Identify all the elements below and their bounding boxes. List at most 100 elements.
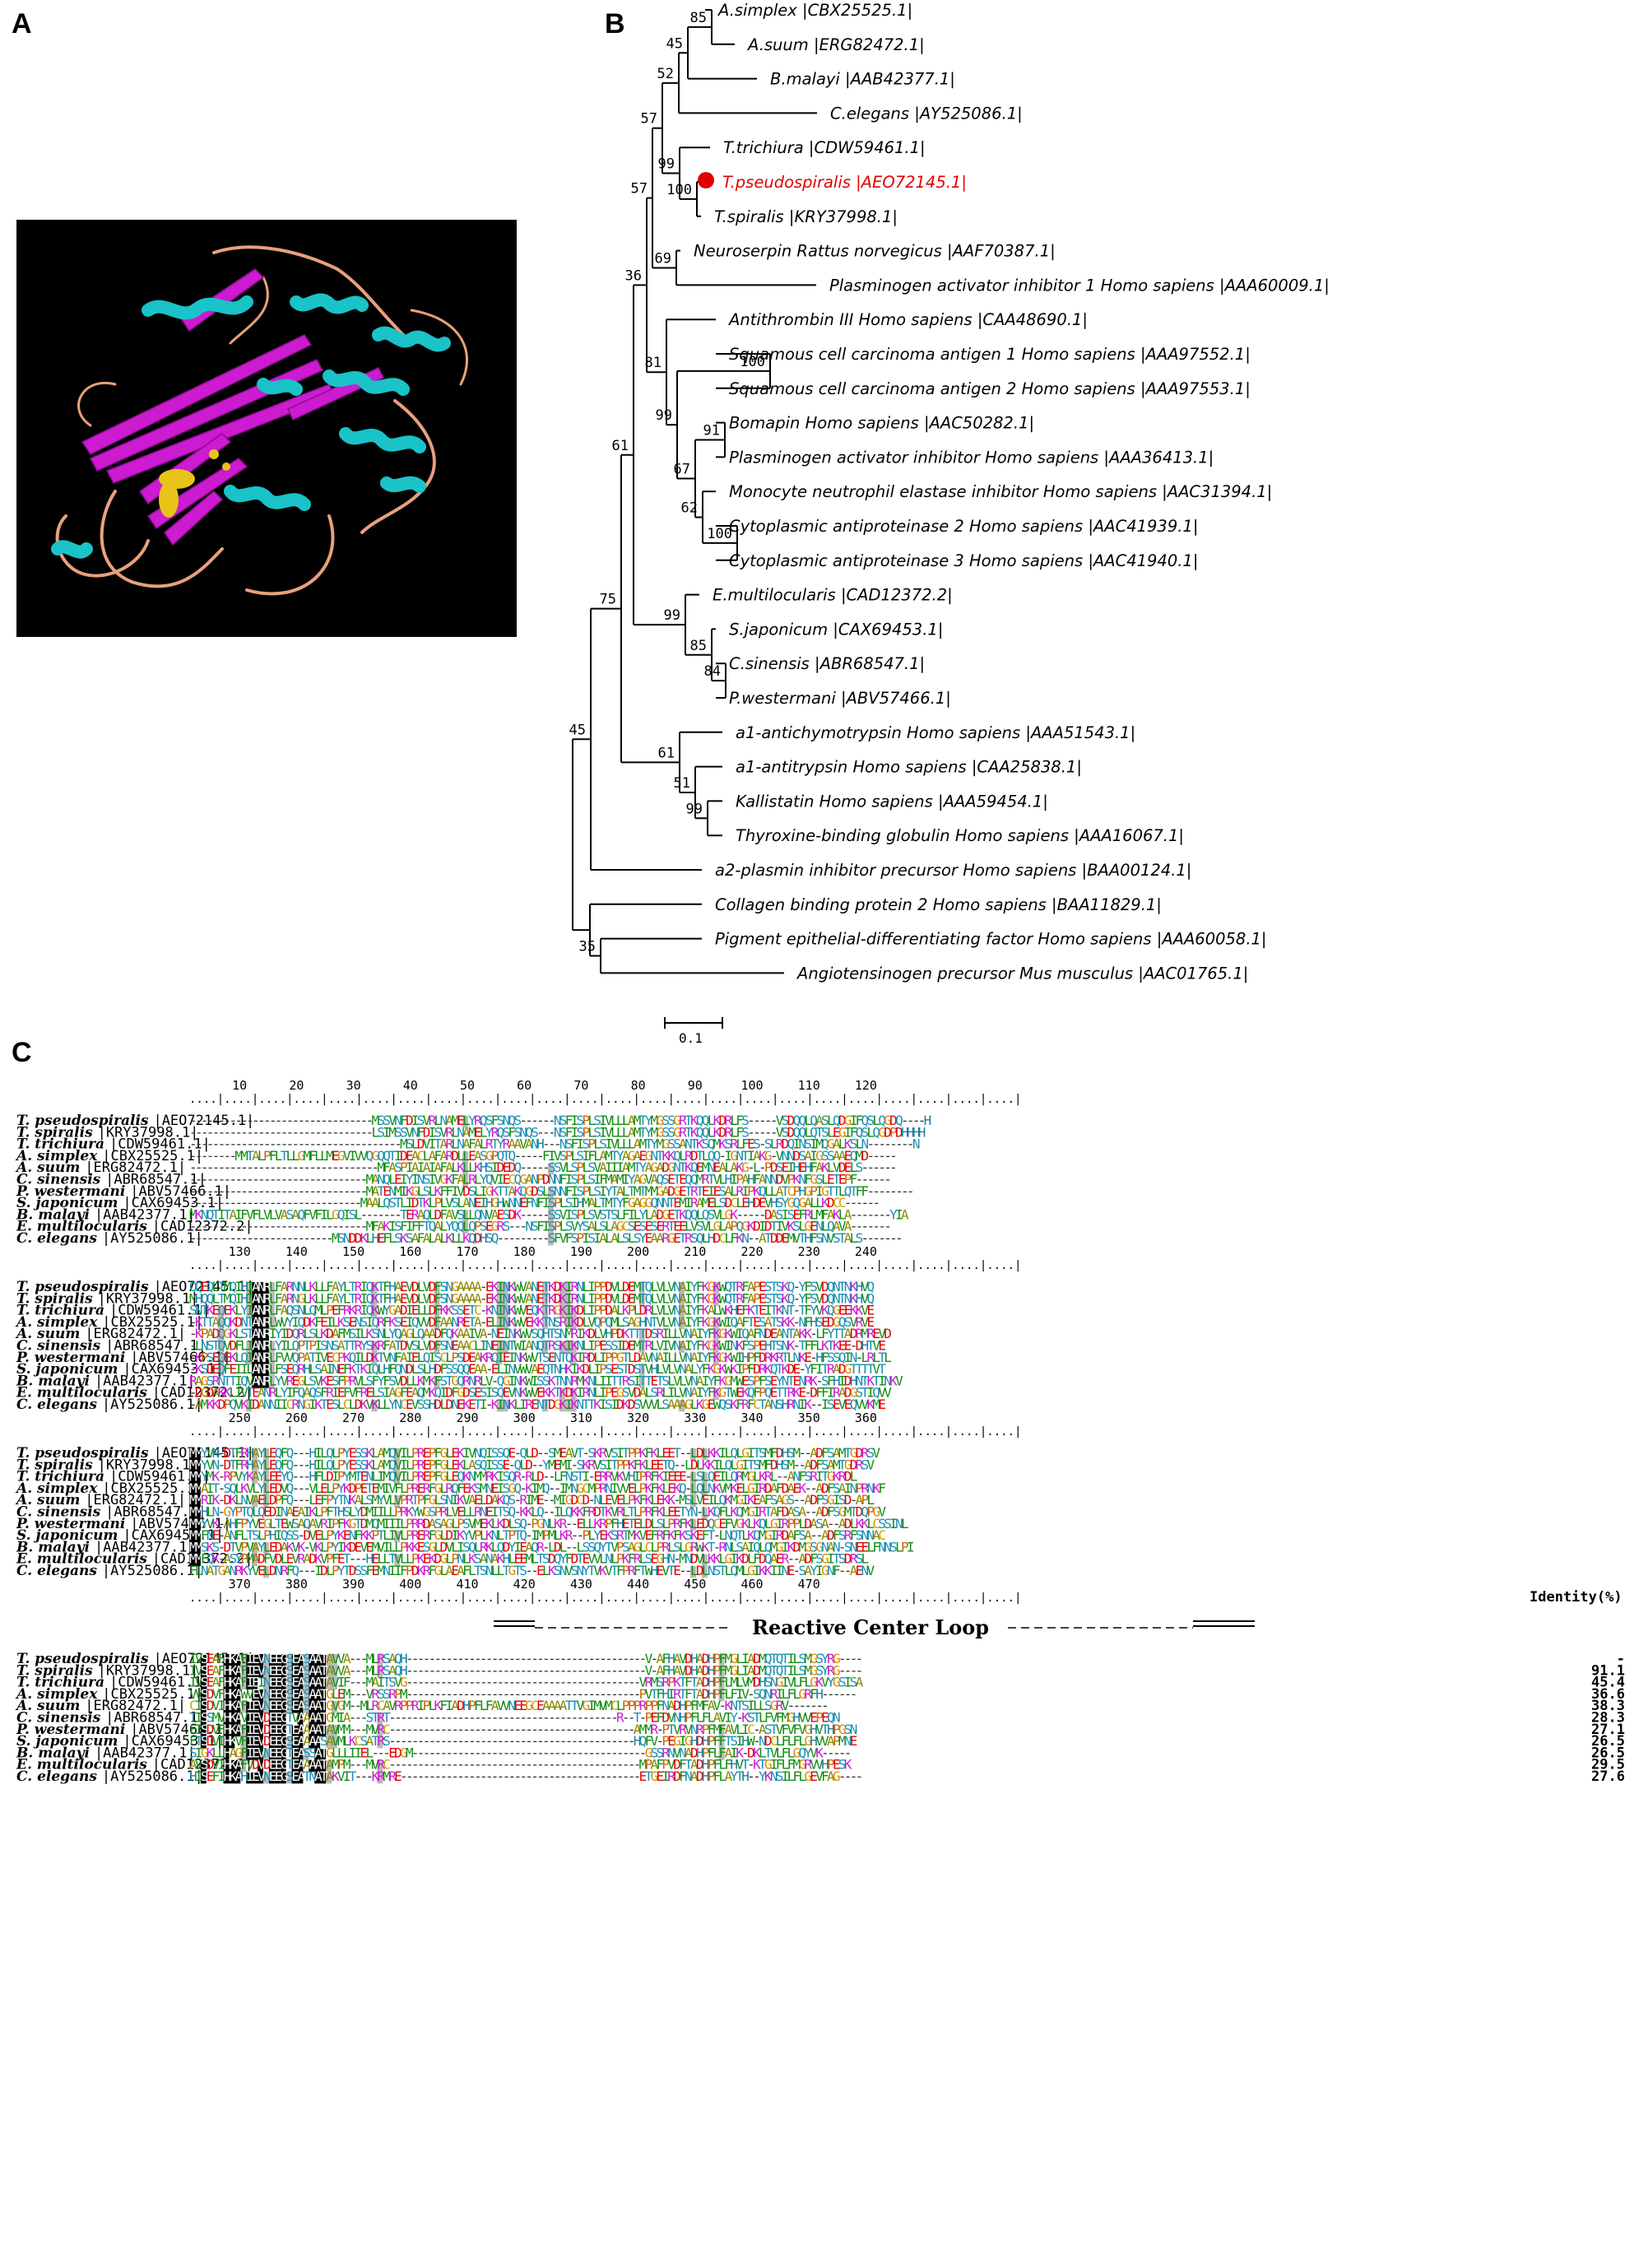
bootstrap-value: 100 — [666, 182, 692, 198]
tree-leaf-label: T.trichiura |CDW59461.1| — [723, 138, 926, 157]
alpha-helix — [142, 295, 253, 320]
tree-leaf-label: S.japonicum |CAX69453.1| — [729, 620, 943, 639]
sequence-row: -------------------------MSNDDKLHEFLSKSA… — [189, 1230, 903, 1246]
species-name: A. simplex |CBX25525.1| — [15, 1314, 203, 1331]
bootstrap-value: 99 — [686, 801, 703, 817]
species-name: E. multilocularis |CAD12372.2| — [16, 1385, 253, 1401]
sequence-row: --------------------------------MSSVNFDI… — [189, 1113, 931, 1128]
species-name: P. westermani |ABV57466.1| — [16, 1183, 231, 1200]
sequence-row: FLNATGANRKYVELDNRFQ---IDLPYTDSSFEMNIIFPD… — [189, 1563, 875, 1578]
identity-header: Identity(%) — [1530, 1589, 1622, 1606]
bootstrap-value: 69 — [655, 251, 671, 267]
ruler-tick-label: 170 — [456, 1244, 478, 1259]
sequence-row: MMYMK-RPVYKAYLEEYQ---HFLDIPYMTENLIMQVILP… — [189, 1469, 857, 1485]
sequence-row: IVSEAFHKAFIEINEEGSEASAATAVIF---MAITSVG--… — [189, 1675, 864, 1690]
sequence-row: -------------------------------MFAKISFIF… — [189, 1219, 892, 1234]
beta-sheet-strand — [81, 334, 313, 455]
ruler-tick-label: 360 — [855, 1411, 877, 1425]
bootstrap-value: 61 — [612, 438, 629, 454]
bootstrap-value: 99 — [658, 156, 675, 173]
species-name: T. spiralis |KRY37998.1| — [16, 1290, 198, 1307]
sequence-row: MMSKS-DTVPVAYLEDAKVK-VKLPYIKDEVEMVILLPKK… — [189, 1539, 915, 1555]
species-name: T. spiralis |KRY37998.1| — [16, 1124, 198, 1141]
ruler-tick-label: 230 — [798, 1244, 820, 1259]
ruler-tick-label: 90 — [688, 1078, 703, 1093]
ruler-tick-label: 40 — [403, 1078, 418, 1093]
species-name: T. spiralis |KRY37998.1| — [16, 1662, 198, 1679]
ruler-tick-label: 250 — [229, 1411, 251, 1425]
panel-label-b: B — [605, 8, 625, 40]
sequence-row: -KPADQGKLSTANRIYIDQRLSLKDAFMSILKSNLYQAGL… — [189, 1326, 892, 1341]
species-name: S. japonicum |CAX69453.1| — [16, 1527, 224, 1544]
ligand — [222, 462, 230, 471]
species-name: B. malayi |AAB42377.1| — [16, 1745, 196, 1761]
species-name: A. suum |ERG82472.1| — [15, 1698, 186, 1714]
species-name: A. simplex |CBX25525.1| — [15, 1480, 203, 1497]
sequence-row: MMYVN-DTFRHAYLEQFQ---HILQLPYESSKLAMQVILP… — [189, 1445, 880, 1461]
tree-leaf-label: P.westermani |ABV57466.1| — [729, 689, 951, 708]
tree-leaf-label: Kallistatin Homo sapiens |AAA59454.1| — [736, 792, 1048, 811]
ruler-tick-label: 130 — [229, 1244, 251, 1259]
panel-label-c: C — [12, 1037, 32, 1068]
sequence-row: ------------------------------MAALQSTLID… — [189, 1195, 880, 1211]
loop-coil — [410, 309, 468, 386]
ruler-tick-label: 430 — [570, 1577, 592, 1592]
tree-leaf-label: C.elegans |AY525086.1| — [830, 104, 1023, 123]
bootstrap-value: 51 — [674, 775, 690, 792]
bootstrap-value: 91 — [703, 423, 720, 439]
ruler-tick-label: 50 — [460, 1078, 475, 1093]
identity-value: 36.6 — [1591, 1686, 1625, 1703]
scale-bar-label: 0.1 — [679, 1030, 703, 1045]
tree-leaf-label: Cytoplasmic antiproteinase 2 Homo sapien… — [729, 517, 1198, 536]
ruler-tick-label: 100 — [740, 1078, 763, 1093]
tree-leaf-label: Squamous cell carcinoma antigen 1 Homo s… — [729, 345, 1251, 364]
species-name: C. sinensis |ABR68547.1| — [16, 1172, 207, 1188]
tree-leaf-label: E.multilocularis |CAD12372.2| — [713, 586, 953, 605]
sequence-row: TISSMVHKAVIEVDEEGTVAAAATGMIA---STRT-----… — [189, 1710, 841, 1726]
loop-coil — [360, 399, 436, 534]
sequence-row: MMYVK-AHFPYVEGLTEWSAQAVRIPFKGTDMQMIIILPR… — [189, 1516, 909, 1531]
bootstrap-value: 35 — [579, 939, 596, 955]
tree-leaf-label: Plasminogen activator inhibitor Homo sap… — [729, 448, 1214, 467]
species-name: A. suum |ERG82472.1| — [15, 1326, 186, 1342]
sequence-row: MMFQK-ASYPMADFVDLEVRADKVPFET---HELLTVLLP… — [189, 1551, 869, 1567]
ruler-tick-label: 370 — [229, 1577, 251, 1592]
identity-value: 29.5 — [1591, 1757, 1625, 1773]
ligand — [159, 481, 179, 518]
tree-leaf-label: a1-antitrypsin Homo sapiens |CAA25838.1| — [736, 758, 1082, 777]
tree-leaf-label: B.malayi |AAB42377.1| — [770, 70, 955, 89]
sequence-row: MMFNE-ANFLTSLPHIQSS-DVELPYKENFKKPTLIVLPR… — [189, 1527, 886, 1543]
bootstrap-value: 45 — [666, 35, 683, 52]
bootstrap-value: 57 — [631, 181, 648, 198]
sequence-row: VVSDVFHKAWVEVNEEGSEASAATGLEM---VRSSRPM--… — [189, 1686, 857, 1702]
tree-leaf-label: Monocyte neutrophil elastase inhibitor H… — [729, 482, 1272, 501]
species-name: C. sinensis |ABR68547.1| — [16, 1504, 207, 1521]
species-name: T. trichiura |CDW59461.1| — [16, 1303, 211, 1319]
highlight-marker — [698, 172, 714, 188]
bootstrap-value: 45 — [569, 722, 586, 738]
species-name: T. pseudospiralis |AEO72145.1| — [16, 1279, 254, 1295]
tree-leaf-label: T.spiralis |KRY37998.1| — [714, 207, 898, 226]
identity-value: 26.5 — [1591, 1745, 1625, 1761]
ruler-tick-label: 380 — [285, 1577, 308, 1592]
sequence-row: MMRIK-DKLNVAELDPFQ---LEFPYTNKALSMYVLVPRT… — [189, 1492, 875, 1508]
tree-leaf-label: Bomapin Homo sapiens |AAC50282.1| — [729, 414, 1034, 433]
identity-value: 45.4 — [1591, 1675, 1625, 1691]
ruler-tick-label: 180 — [513, 1244, 536, 1259]
species-name: S. japonicum |CAX69453.1| — [16, 1361, 224, 1378]
identity-value: - — [1617, 1651, 1625, 1667]
ruler-tick-label: 310 — [570, 1411, 592, 1425]
ruler-tick-label: 260 — [285, 1411, 308, 1425]
ruler-dots: ....|....|....|....|....|....|....|....|… — [189, 1592, 1021, 1605]
species-name: A. suum |ERG82472.1| — [15, 1492, 186, 1508]
sequence-row: SIGKLLHAGFIEVNEEGTEASSATGLLLIIEL---EDGM-… — [189, 1745, 852, 1760]
loop-coil — [229, 276, 269, 345]
species-name: T. trichiura |CDW59461.1| — [16, 1675, 211, 1691]
sequence-row: -KPSEQEKLQIANRLFVVQPATIVECPKQILDKTVNFAIE… — [189, 1350, 892, 1365]
tree-leaf-label: A.simplex |CBX25525.1| — [717, 1, 912, 20]
species-name: E. multilocularis |CAD12372.2| — [16, 1757, 253, 1773]
ruler-tick-label: 390 — [342, 1577, 364, 1592]
species-name: A. simplex |CBX25525.1| — [15, 1686, 203, 1703]
bootstrap-value: 100 — [707, 526, 732, 542]
